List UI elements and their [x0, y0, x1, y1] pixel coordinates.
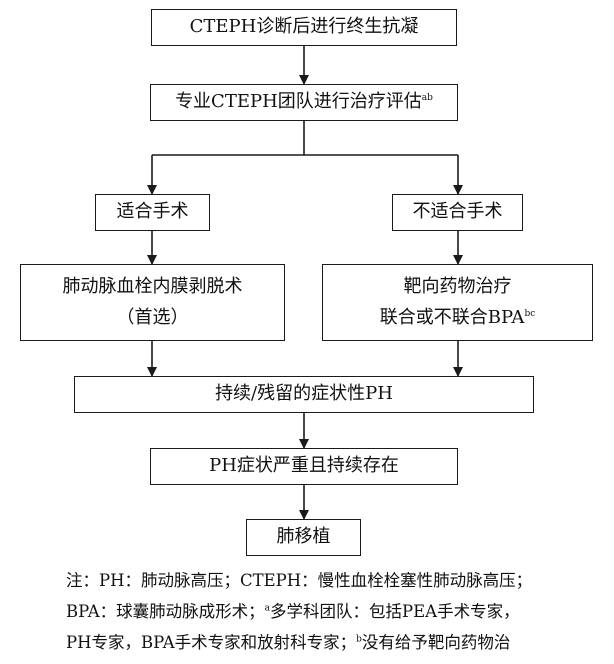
- assessment-footnote-mark: ab: [421, 93, 433, 104]
- node-inoperable: 不适合手术: [392, 194, 523, 231]
- node-transplant: 肺移植: [246, 519, 361, 556]
- node-operable: 适合手术: [95, 194, 210, 231]
- footnote: 注：PH：肺动脉高压；CTEPH：慢性血栓栓塞性肺动脉高压； BPA：球囊肺动脉…: [66, 565, 608, 658]
- node-pea-line2: （首选）: [116, 306, 189, 328]
- node-diagnosis: CTEPH诊断后进行终生抗凝: [151, 9, 457, 46]
- footnote-line-1: 注：PH：肺动脉高压；CTEPH：慢性血栓栓塞性肺动脉高压；: [66, 571, 533, 590]
- node-pea: 肺动脉血栓内膜剥脱术 （首选）: [20, 264, 285, 341]
- node-inoperable-text: 不适合手术: [412, 201, 503, 223]
- node-targeted: 靶向药物治疗 联合或不联合BPAbc: [322, 264, 593, 341]
- targeted-footnote-mark: bc: [524, 308, 536, 319]
- node-persistent-text: 持续/残留的症状性PH: [215, 383, 393, 405]
- node-pea-line1: 肺动脉血栓内膜剥脱术: [62, 276, 243, 297]
- node-assessment-text: 专业CTEPH团队进行治疗评估ab: [175, 91, 433, 113]
- node-persistent: 持续/残留的症状性PH: [74, 376, 534, 413]
- node-targeted-line2: 联合或不联合BPAbc: [379, 306, 536, 328]
- node-assessment: 专业CTEPH团队进行治疗评估ab: [150, 84, 458, 121]
- node-transplant-text: 肺移植: [276, 526, 331, 548]
- footnote-line-3: PH专家，BPA手术专家和放射科专家；b没有给予靶向药物治: [66, 633, 511, 652]
- footnote-line-2: BPA：球囊肺动脉成形术；a多学科团队：包括PEA手术专家，: [66, 602, 520, 621]
- node-diagnosis-text: CTEPH诊断后进行终生抗凝: [189, 16, 419, 38]
- node-operable-text: 适合手术: [116, 201, 189, 223]
- node-targeted-line1: 靶向药物治疗: [403, 276, 512, 297]
- node-severe-text: PH症状严重且持续存在: [209, 455, 399, 477]
- node-severe: PH症状严重且持续存在: [150, 448, 458, 485]
